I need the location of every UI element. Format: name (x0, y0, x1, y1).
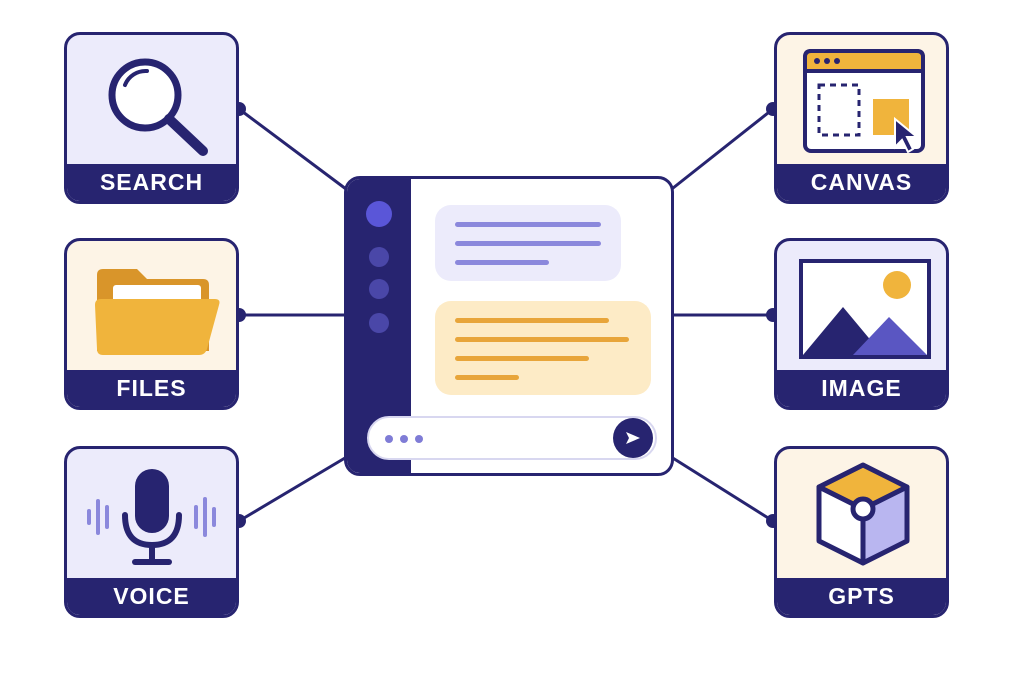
sun-icon (883, 271, 911, 299)
label-voice: VOICE (67, 578, 236, 615)
label-canvas: CANVAS (777, 164, 946, 201)
typing-indicator (385, 435, 393, 443)
sound-wave-icon (87, 497, 216, 537)
magnifier-icon (108, 58, 208, 156)
folder-icon (95, 269, 220, 355)
card-search[interactable]: SEARCH (64, 32, 239, 204)
browser-window-icon (803, 49, 925, 154)
label-gpts: GPTS (777, 578, 946, 615)
label-files: FILES (67, 370, 236, 407)
card-voice[interactable]: VOICE (64, 446, 239, 618)
sidebar-avatar[interactable] (366, 201, 392, 227)
card-gpts[interactable]: GPTS (774, 446, 949, 618)
microphone-icon (87, 469, 216, 565)
assistant-message-bubble (435, 301, 651, 395)
message-input[interactable] (367, 416, 657, 460)
chat-window (344, 176, 674, 476)
cursor-icon (894, 116, 920, 154)
link-canvas (667, 107, 774, 194)
cube-icon (816, 462, 910, 566)
user-message-bubble (435, 205, 621, 281)
link-gpts (667, 453, 774, 523)
sidebar-item[interactable] (369, 279, 389, 299)
landscape-image-icon (799, 259, 931, 359)
send-button[interactable] (613, 418, 653, 458)
label-image: IMAGE (777, 370, 946, 407)
sidebar-item[interactable] (369, 313, 389, 333)
link-voice (238, 453, 351, 523)
label-search: SEARCH (67, 164, 236, 201)
send-icon (626, 432, 640, 444)
card-image[interactable]: IMAGE (774, 238, 949, 410)
link-search (238, 107, 351, 194)
card-files[interactable]: FILES (64, 238, 239, 410)
sidebar-item[interactable] (369, 247, 389, 267)
card-canvas[interactable]: CANVAS (774, 32, 949, 204)
